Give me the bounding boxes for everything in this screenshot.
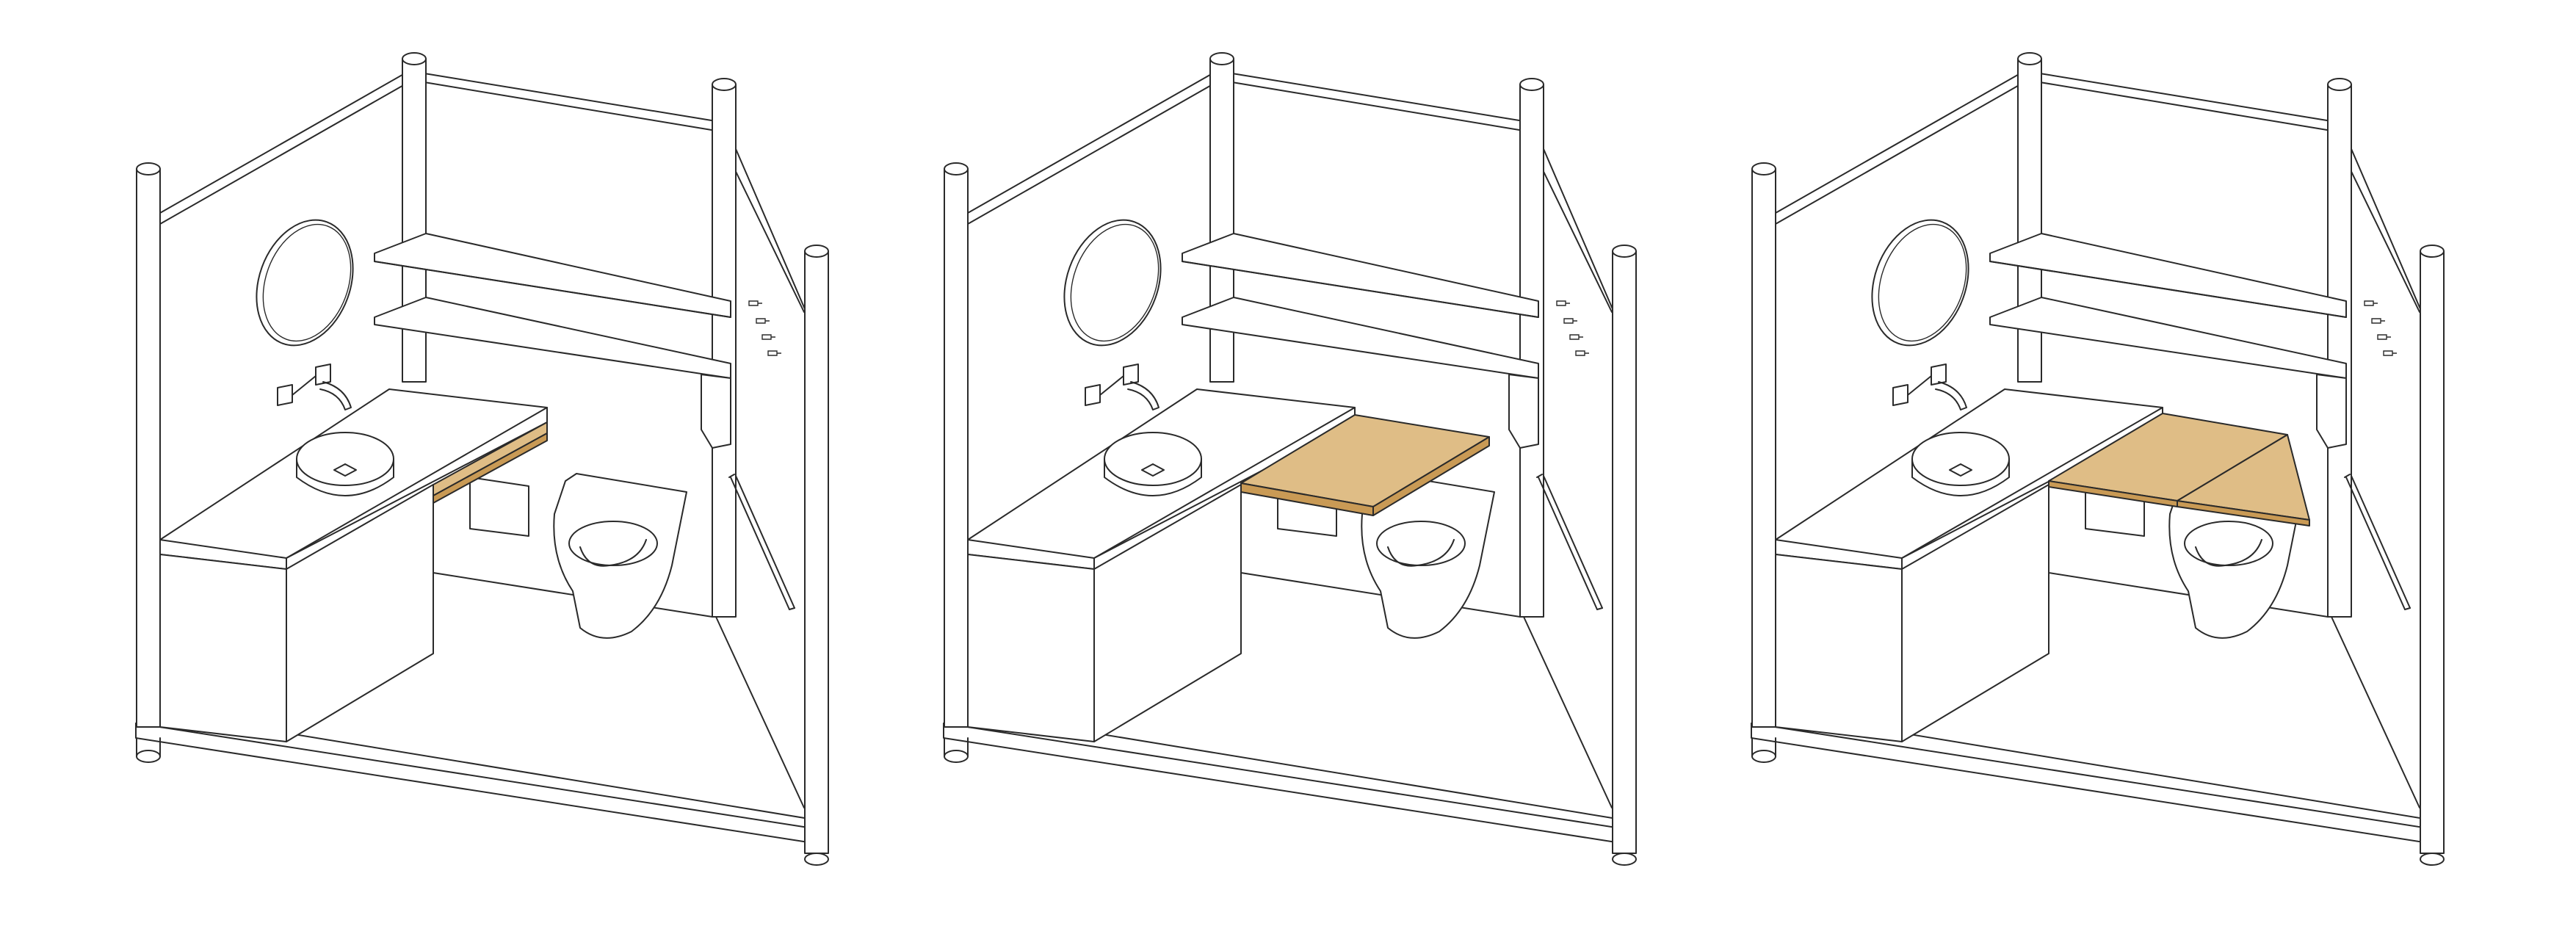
panel-fully-open — [1751, 52, 2445, 866]
panel-half-open — [943, 52, 1637, 866]
wood-shelf-half-open — [1240, 414, 1490, 516]
panel-folded — [135, 52, 829, 866]
wood-shelf-folded — [433, 421, 548, 504]
wood-shelf-fully-open — [2048, 413, 2310, 527]
